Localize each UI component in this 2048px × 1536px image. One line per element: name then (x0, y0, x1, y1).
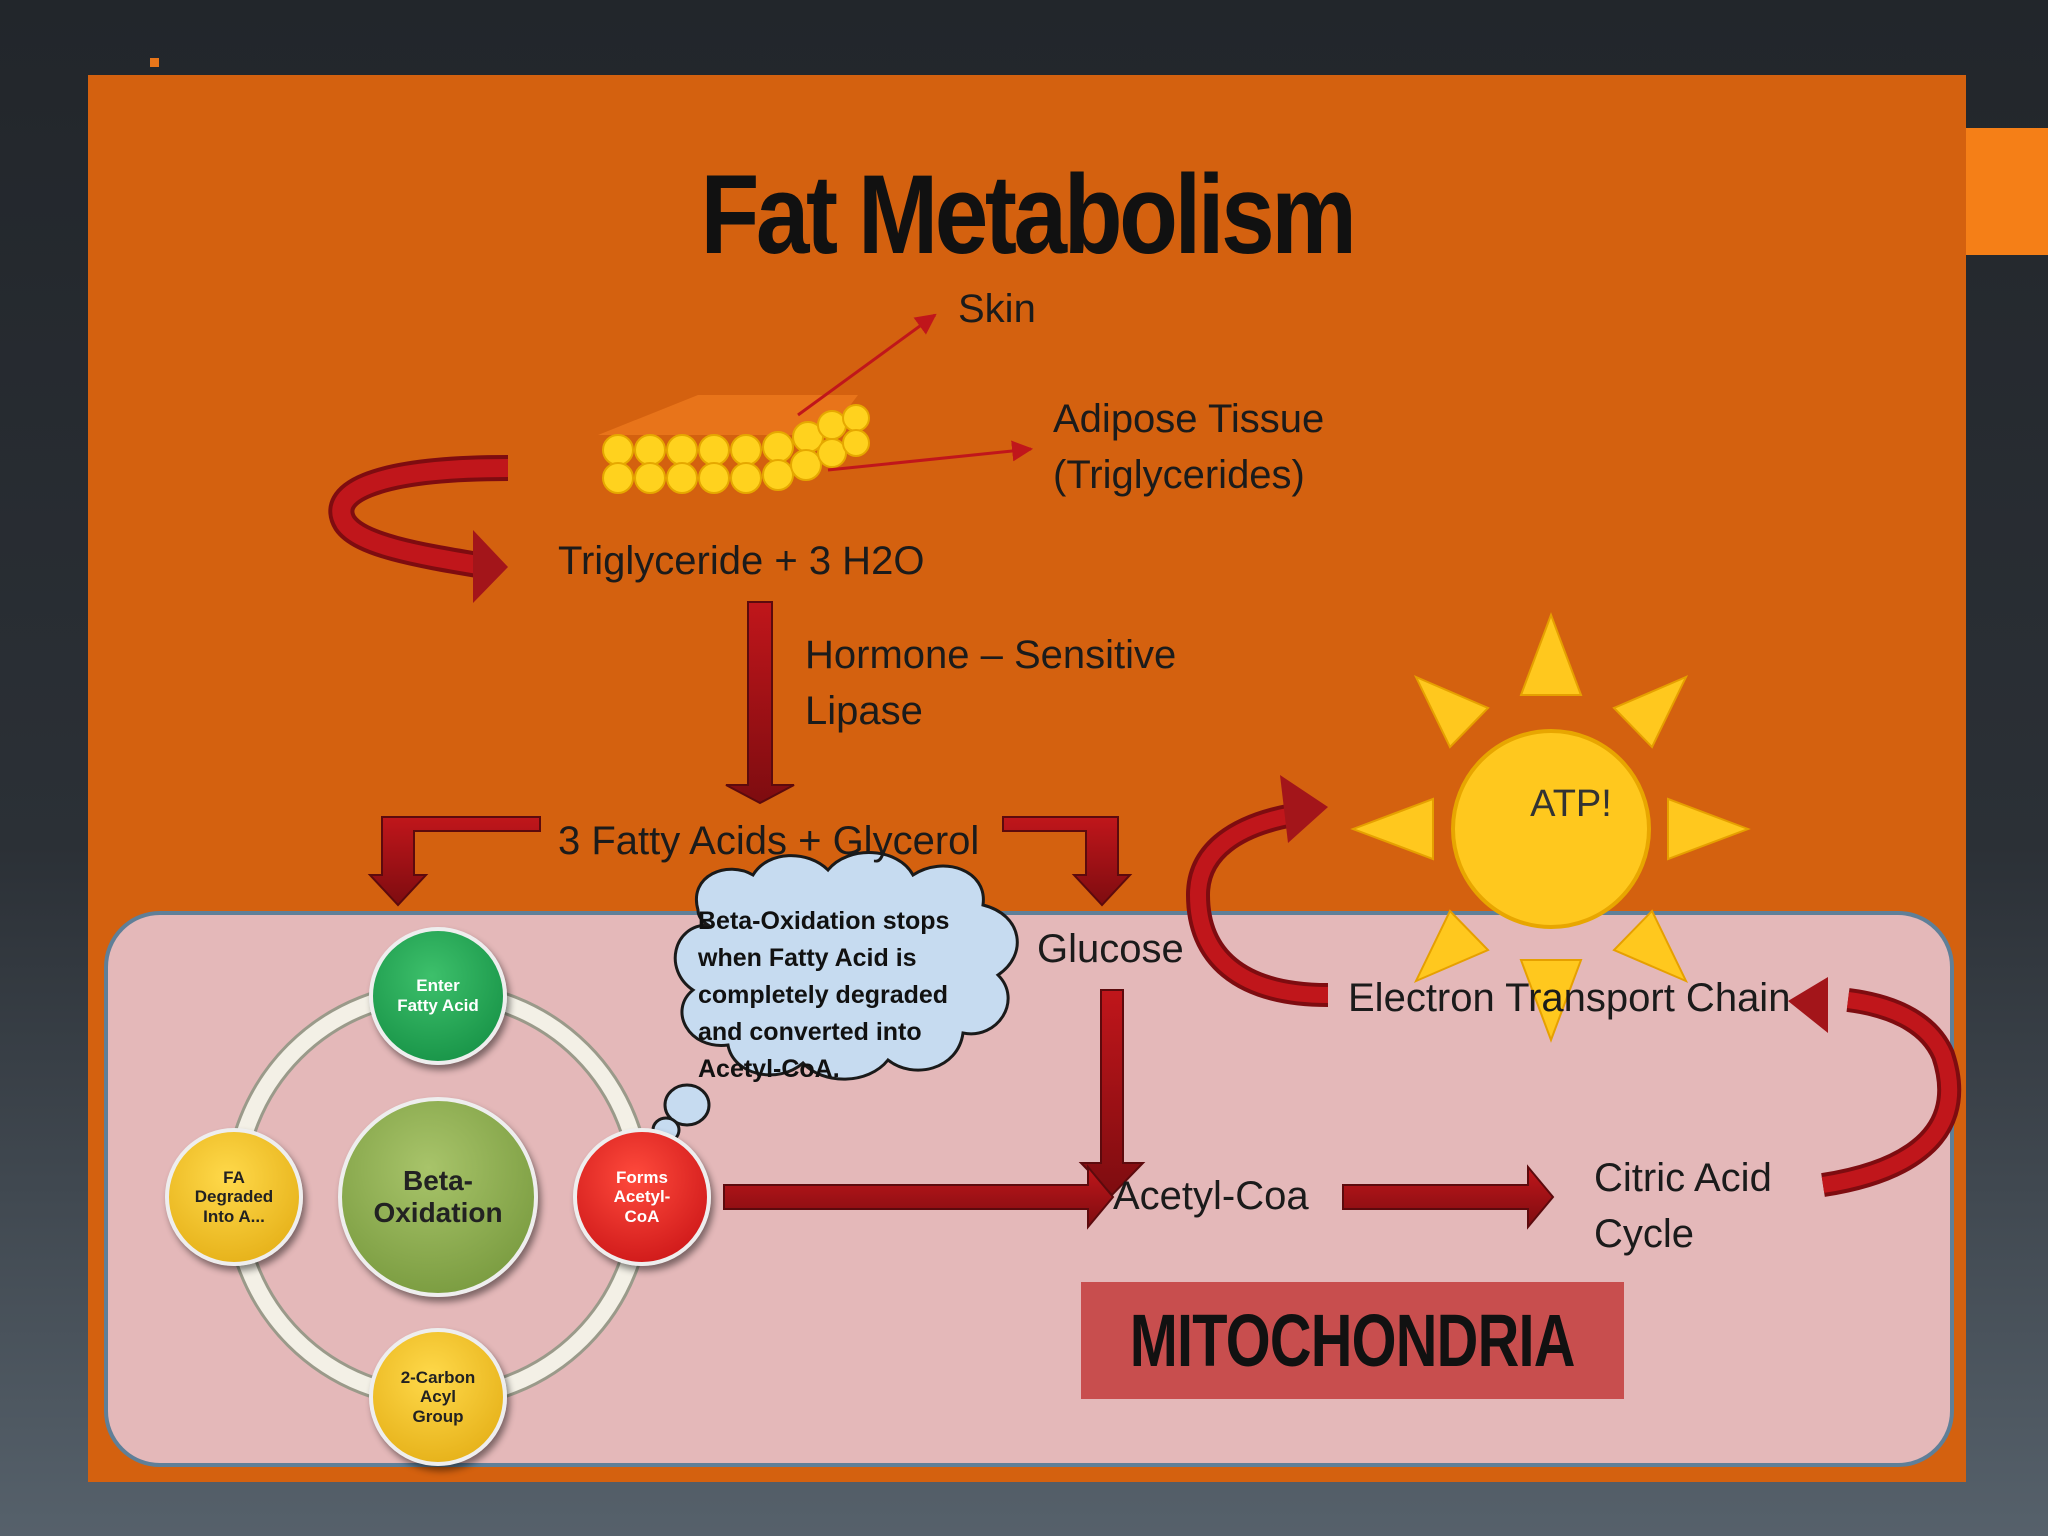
arrow-to-citric-acid-cycle (1342, 1164, 1555, 1230)
slide: Fat Metabolism Skin Adipose Tissue (Trig… (88, 75, 1966, 1482)
node-beta-oxidation: Beta-Oxidation (338, 1097, 538, 1297)
adipose-tissue-illustration (598, 395, 870, 494)
arrow-to-beta-oxidation (367, 816, 541, 907)
label-citric-acid-line2: Cycle (1594, 1212, 1695, 1256)
arrow-to-acetyl-coa (723, 1164, 1115, 1230)
page-title: Fat Metabolism (700, 152, 1357, 277)
arrow-lipase-down (725, 601, 795, 805)
slide-bullet (150, 58, 159, 67)
label-atp: ATP! (1530, 783, 1612, 825)
arrow-glucose-to-acetyl (1078, 989, 1146, 1197)
corner-accent-tab (1966, 128, 2048, 255)
cloud-note: Beta-Oxidation stops when Fatty Acid is … (698, 907, 950, 1083)
mitochondria-label: MITOCHONDRIA (1081, 1282, 1624, 1399)
arrow-citric-to-etc (1788, 977, 1962, 1197)
arrow-to-skin (797, 313, 937, 417)
label-acetyl-coa: Acetyl-Coa (1113, 1174, 1309, 1218)
arrow-to-glucose (1002, 816, 1133, 907)
label-lipase-line1: Hormone – Sensitive (805, 633, 1177, 677)
label-citric-acid-line1: Citric Acid (1594, 1156, 1772, 1200)
label-fatty-acids-glycerol: 3 Fatty Acids + Glycerol (558, 819, 980, 863)
thought-cloud (651, 851, 1019, 1144)
label-skin: Skin (958, 287, 1036, 331)
arrow-etc-to-atp (1185, 775, 1329, 1007)
loop-arrow-triglyceride (328, 455, 509, 603)
label-electron-transport-chain: Electron Transport Chain (1348, 976, 1791, 1020)
atp-sun-icon (1350, 612, 1751, 1043)
arrow-to-adipose (827, 440, 1034, 472)
label-triglyceride: Triglyceride + 3 H2O (558, 539, 925, 583)
label-glucose: Glucose (1037, 927, 1184, 971)
label-lipase-line2: Lipase (805, 689, 923, 733)
label-adipose-line1: Adipose Tissue (1053, 397, 1325, 441)
label-adipose-line2: (Triglycerides) (1053, 453, 1305, 497)
